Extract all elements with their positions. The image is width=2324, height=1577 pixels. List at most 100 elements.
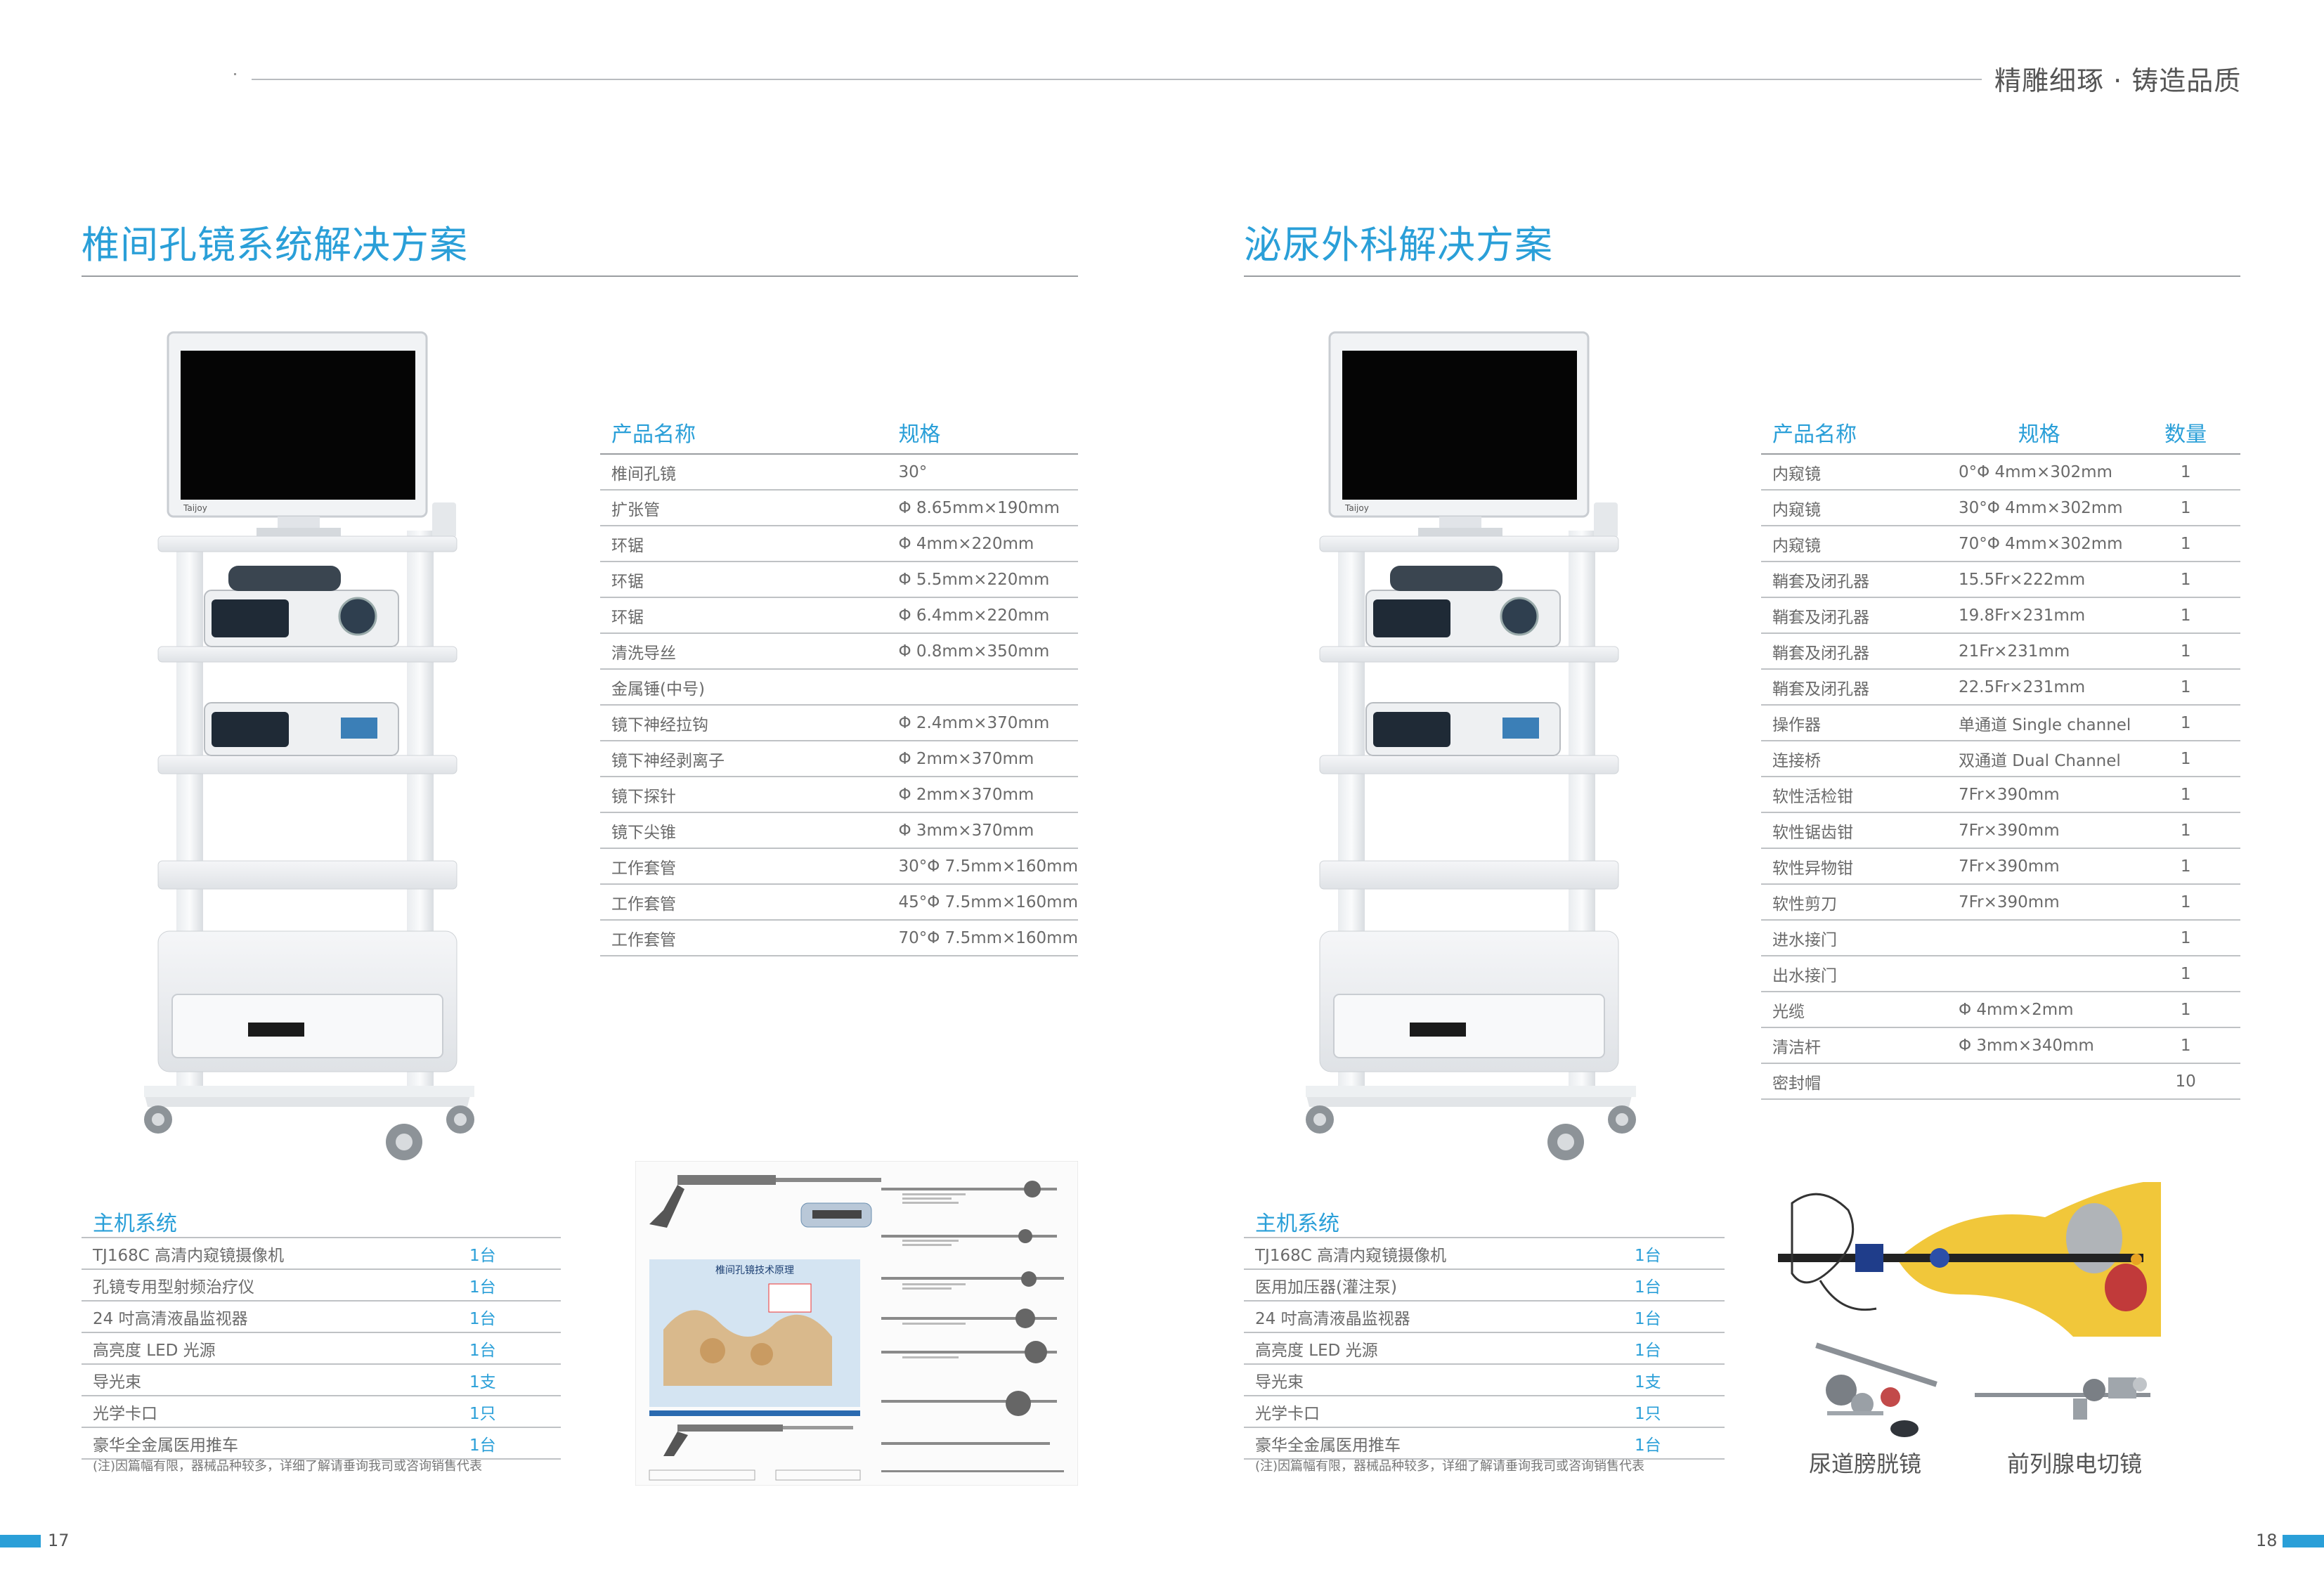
instrument-sheet-title: 椎间孔镜技术原理 xyxy=(715,1265,794,1276)
table-cell: 1 xyxy=(2131,454,2240,491)
caption-resectoscope: 前列腺电切镜 xyxy=(2007,1451,2143,1477)
table-cell: 7Fr×390mm xyxy=(1947,777,2131,813)
left-host-heading: 主机系统 xyxy=(93,1212,177,1236)
table-cell: 镜下神经剥离子 xyxy=(600,741,888,777)
table-cell: 1只 xyxy=(469,1395,561,1427)
table-cell: 15.5Fr×222mm xyxy=(1947,562,2131,598)
col-header-qty: 数量 xyxy=(2131,411,2240,455)
table-cell: 鞘套及闭孔器 xyxy=(1761,669,1947,706)
table-cell: Φ 6.4mm×220mm xyxy=(887,597,1078,634)
table-cell: 椎间孔镜 xyxy=(600,454,888,491)
table-cell: 软性异物钳 xyxy=(1761,848,1947,885)
table-cell: 24 吋高清液晶监视器 xyxy=(82,1300,469,1332)
table-cell: 连接桥 xyxy=(1761,741,1947,777)
table-cell: 镜下神经拉钩 xyxy=(600,705,888,741)
table-cell: 进水接门 xyxy=(1761,920,1947,956)
table-cell: Φ 2mm×370mm xyxy=(887,741,1078,777)
col-header-spec: 规格 xyxy=(1947,411,2131,455)
table-cell: 镜下探针 xyxy=(600,777,888,813)
right-title-rule xyxy=(1244,275,2240,277)
table-cell: 光学卡口 xyxy=(82,1395,469,1427)
right-page-bar xyxy=(2283,1535,2324,1547)
table-cell: 1台 xyxy=(1635,1332,1725,1364)
table-cell: 鞘套及闭孔器 xyxy=(1761,597,1947,634)
table-cell: 工作套管 xyxy=(600,848,888,885)
table-cell: 内窥镜 xyxy=(1761,490,1947,526)
table-cell: 环锯 xyxy=(600,597,888,634)
table-cell: 1 xyxy=(2131,597,2240,634)
table-cell: 45°Φ 7.5mm×160mm xyxy=(887,884,1078,921)
table-cell xyxy=(1947,956,2131,992)
table-cell: 1 xyxy=(2131,920,2240,956)
right-host-heading: 主机系统 xyxy=(1255,1212,1339,1236)
table-cell: 1台 xyxy=(469,1268,561,1301)
table-cell: 出水接门 xyxy=(1761,956,1947,992)
table-cell: 密封帽 xyxy=(1761,1063,1947,1100)
table-cell: 70°Φ 4mm×302mm xyxy=(1947,526,2131,562)
table-cell: 10 xyxy=(2131,1063,2240,1100)
left-title-rule xyxy=(82,275,1078,277)
table-cell: 1 xyxy=(2131,812,2240,849)
monitor-brand: Taijoy xyxy=(183,503,207,513)
table-cell: 1 xyxy=(2131,633,2240,670)
table-cell: 单通道 Single channel xyxy=(1947,705,2131,741)
left-page-bar xyxy=(0,1535,41,1547)
table-cell: Φ 3mm×340mm xyxy=(1947,1027,2131,1064)
table-cell: 1台 xyxy=(469,1300,561,1332)
table-cell: TJ168C 高清内窥镜摄像机 xyxy=(1244,1237,1635,1269)
table-cell: 软性锯齿钳 xyxy=(1761,812,1947,849)
table-cell: 1 xyxy=(2131,777,2240,813)
table-cell: 1 xyxy=(2131,992,2240,1028)
table-cell: 1支 xyxy=(1635,1363,1725,1396)
table-cell: 鞘套及闭孔器 xyxy=(1761,633,1947,670)
table-cell: 0°Φ 4mm×302mm xyxy=(1947,454,2131,491)
table-cell: 豪华全金属医用推车 xyxy=(82,1427,469,1460)
right-note: (注)因篇幅有限，器械品种较多，详细了解请垂询我司或咨询销售代表 xyxy=(1255,1459,1645,1474)
table-cell: 1支 xyxy=(469,1363,561,1396)
table-cell: 豪华全金属医用推车 xyxy=(1244,1427,1635,1460)
table-cell: 扩张管 xyxy=(600,490,888,526)
urology-anatomy-image xyxy=(1778,1175,2161,1337)
caption-cystoscope: 尿道膀胱镜 xyxy=(1809,1451,1922,1477)
table-cell xyxy=(887,669,1078,706)
table-row: 密封帽 10 xyxy=(1761,1063,2240,1100)
table-cell: 1 xyxy=(2131,884,2240,921)
table-cell: 双通道 Dual Channel xyxy=(1947,741,2131,777)
table-cell: 30°Φ 7.5mm×160mm xyxy=(887,848,1078,885)
table-cell: 环锯 xyxy=(600,562,888,598)
table-cell xyxy=(1947,1063,2131,1100)
table-cell: 7Fr×390mm xyxy=(1947,884,2131,921)
table-cell: 1台 xyxy=(1635,1300,1725,1332)
table-cell: 1台 xyxy=(1635,1237,1725,1269)
table-cell: 22.5Fr×231mm xyxy=(1947,669,2131,706)
table-cell: 高亮度 LED 光源 xyxy=(1244,1332,1635,1364)
col-header-name: 产品名称 xyxy=(600,411,888,455)
monitor-brand: Taijoy xyxy=(1344,503,1369,513)
table-cell: 1 xyxy=(2131,562,2240,598)
table-cell: 孔镜专用型射频治疗仪 xyxy=(82,1268,469,1301)
table-cell: 1 xyxy=(2131,705,2240,741)
table-cell: Φ 3mm×370mm xyxy=(887,812,1078,849)
